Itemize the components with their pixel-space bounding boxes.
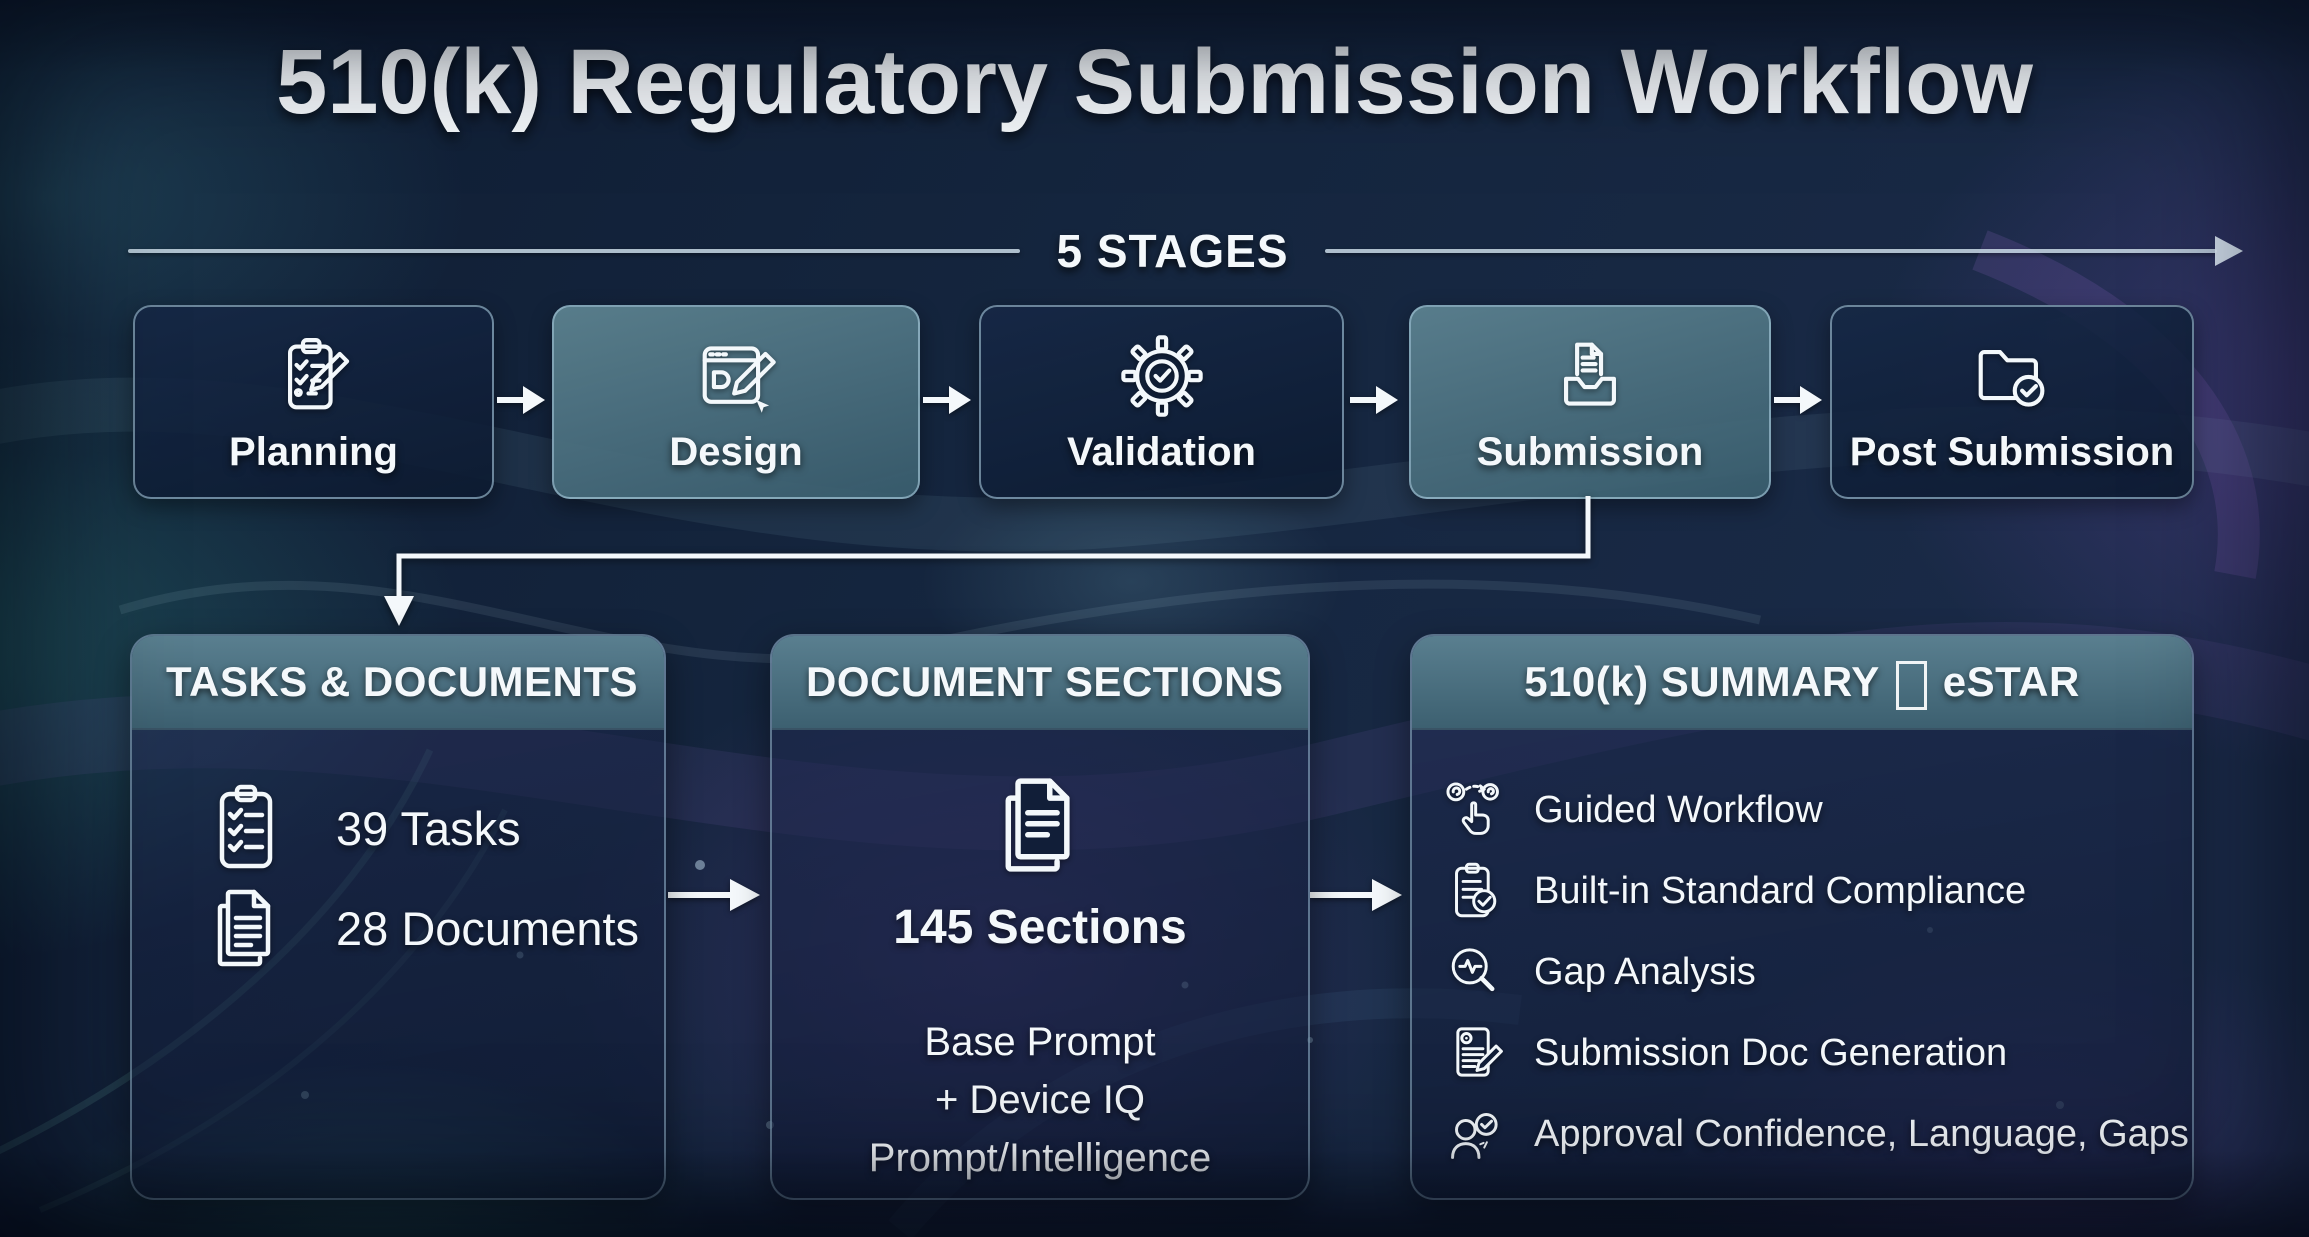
feature-row: Approval Confidence, Language, Gaps [1442,1094,2189,1175]
card-title: TASKS & DOCUMENTS [132,636,664,730]
checklist-clipboard-icon [219,784,273,869]
card-arrow-icon [1310,879,1402,911]
stage-label: Design [669,429,803,474]
feature-label: Submission Doc Generation [1534,1032,2008,1074]
feature-row: Gap Analysis [1442,932,2168,1013]
feature-row: Guided Workflow [1442,770,2168,851]
documents-stack-icon [1005,778,1070,872]
tasks-count-row: 39 Tasks [132,778,664,878]
standard-compliance-icon [1455,862,1497,917]
documents-count-label: 28 Documents [336,901,640,955]
feature-row: Built-in Standard Compliance [1442,851,2168,932]
doc-generation-icon [1456,1026,1503,1077]
folder-check-icon [1978,349,2045,407]
page-title: 510(k) Regulatory Submission Workflow [276,31,2033,133]
stages-ribbon: 5 STAGES [128,222,2243,280]
stage-arrow-icon [1774,386,1822,414]
stage-submission: Submission [1409,305,1771,499]
stage-planning: Planning [133,305,494,499]
sections-count-label: 145 Sections [893,901,1187,954]
description-line: + Device IQ [934,1078,1146,1122]
guided-workflow-icon [1446,781,1499,835]
ribbon-line-left [128,249,1021,253]
card-title: 510(k) SUMMARY eSTAR [1412,636,2192,730]
stage-validation: Validation [979,305,1344,499]
prompt-description: Base Prompt + Device IQ Prompt/Intellige… [869,1013,1211,1187]
gear-check-icon [1120,334,1203,417]
card-arrow-icon [668,879,760,911]
design-window-pencil-icon [702,345,776,413]
feature-label: Built-in Standard Compliance [1534,870,2027,912]
description-line: Base Prompt [924,1020,1156,1064]
stage-post-submission: Post Submission [1830,305,2194,499]
document-inbox-icon [1564,342,1616,406]
stage-label: Validation [1067,429,1256,474]
missing-glyph-box [1895,660,1927,710]
stage-label: Planning [229,429,398,474]
approval-confidence-icon [1451,1112,1498,1159]
documents-count-row: 28 Documents [132,878,664,978]
tasks-documents-card: TASKS & DOCUMENTS 39 Tasks 28 Documents [130,634,666,1200]
stage-label: Submission [1476,429,1704,474]
feature-row: Submission Doc Generation [1442,1013,2168,1094]
summary-feature-list: Guided Workflow Built-in Standard Compli… [1412,730,2192,1175]
feature-label: Gap Analysis [1534,951,1756,993]
gap-analysis-icon [1451,947,1495,991]
documents-stack-icon [217,889,271,967]
clipboard-checklist-pencil-icon [287,337,349,409]
stage-label: Post Submission [1849,429,2175,474]
stage-arrow-icon [497,386,545,414]
stage-design: Design [552,305,920,499]
card-title-right: eSTAR [1942,658,2080,705]
feature-label: Guided Workflow [1534,789,1823,831]
card-title-left: 510(k) SUMMARY [1524,658,1880,705]
description-line: Prompt/Intelligence [868,1136,1212,1180]
ribbon-line-right-arrow [1324,249,2217,253]
document-sections-body: 145 Sections Base Prompt + Device IQ Pro… [772,730,1308,1187]
stage-arrow-icon [923,386,971,414]
document-sections-card: DOCUMENT SECTIONS 145 Sections Base Prom… [770,634,1310,1200]
tasks-count-label: 39 Tasks [336,801,521,855]
stage-arrow-icon [1350,386,1398,414]
card-title: DOCUMENT SECTIONS [772,636,1308,730]
summary-estar-card: 510(k) SUMMARY eSTAR Guided Workflow [1410,634,2194,1200]
stages-count-label: 5 STAGES [1056,225,1289,277]
feature-label: Approval Confidence, Language, Gaps [1534,1113,2189,1155]
